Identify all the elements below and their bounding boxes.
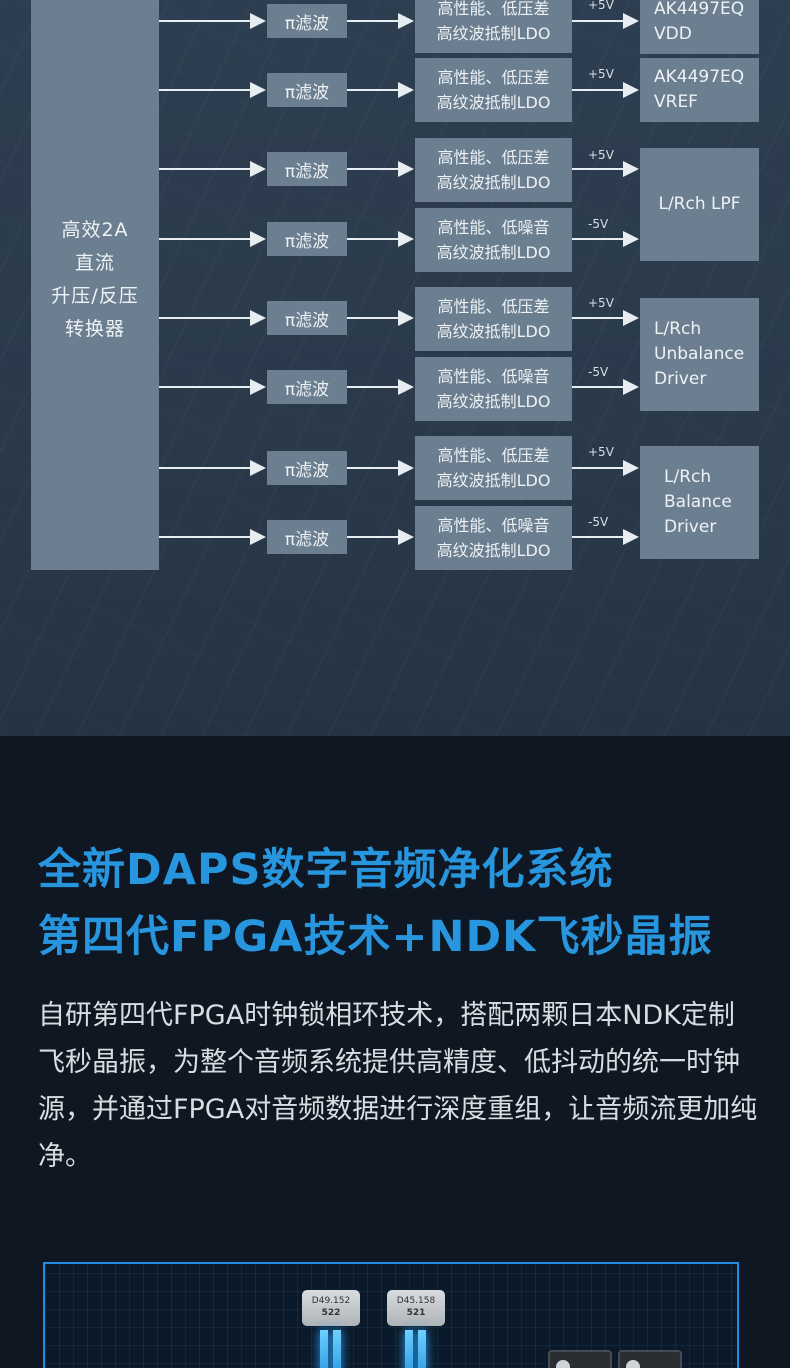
voltage-label: -5V [588, 365, 608, 379]
ldo-line: 高纹波抵制LDO [437, 389, 551, 414]
headline-fpga-ndk: 第四代FPGA技术+NDK飞秒晶振 [38, 907, 713, 967]
crystal-code: 522 [302, 1307, 360, 1319]
signal-beam [418, 1330, 426, 1368]
ldo-line: 高性能、低噪音 [437, 513, 549, 538]
pi-filter-box: π滤波 [267, 301, 347, 335]
ldo-line: 高纹波抵制LDO [437, 21, 551, 46]
crystal-oscillator: D49.152 522 [302, 1290, 360, 1326]
voltage-label: +5V [588, 445, 614, 459]
pi-filter-box: π滤波 [267, 451, 347, 485]
ldo-box: 高性能、低压差 高纹波抵制LDO [415, 287, 572, 351]
load-line: L/Rch [664, 465, 711, 490]
audio-chip [618, 1350, 682, 1368]
pcb-image: D49.152 522 D45.158 521 [43, 1262, 739, 1368]
voltage-label: +5V [588, 0, 614, 12]
pi-filter-box: π滤波 [267, 4, 347, 38]
crystal-code: 521 [387, 1307, 445, 1319]
load-line: VDD [654, 22, 692, 47]
ldo-box: 高性能、低压差 高纹波抵制LDO [415, 0, 572, 53]
voltage-label: +5V [588, 148, 614, 162]
feature-description: 自研第四代FPGA时钟锁相环技术，搭配两颗日本NDK定制飞秒晶振，为整个音频系统… [38, 992, 758, 1180]
load-box-balance-driver: L/Rch Balance Driver [640, 446, 759, 559]
ldo-line: 高纹波抵制LDO [437, 240, 551, 265]
voltage-label: +5V [588, 296, 614, 310]
pi-filter-box: π滤波 [267, 370, 347, 404]
signal-beam [333, 1330, 341, 1368]
converter-line: 直流 [51, 247, 138, 280]
ldo-line: 高性能、低压差 [437, 0, 549, 21]
load-box-unbalance-driver: L/Rch Unbalance Driver [640, 298, 759, 411]
ldo-line: 高纹波抵制LDO [437, 468, 551, 493]
load-box-lpf: L/Rch LPF [640, 148, 759, 261]
ldo-box: 高性能、低噪音 高纹波抵制LDO [415, 506, 572, 570]
converter-line: 升压/反压 [51, 280, 138, 313]
ldo-line: 高纹波抵制LDO [437, 538, 551, 563]
load-line: Driver [654, 367, 706, 392]
ldo-box: 高性能、低噪音 高纹波抵制LDO [415, 208, 572, 272]
pi-filter-box: π滤波 [267, 152, 347, 186]
load-box-ak4497-vref: AK4497EQ VREF [640, 58, 759, 122]
headline-daps: 全新DAPS数字音频净化系统 [38, 840, 613, 900]
voltage-label: -5V [588, 217, 608, 231]
load-line: AK4497EQ [654, 0, 744, 22]
ldo-box: 高性能、低压差 高纹波抵制LDO [415, 436, 572, 500]
crystal-freq: D45.158 [387, 1295, 445, 1307]
load-line: Balance [664, 490, 732, 515]
load-line: VREF [654, 90, 698, 115]
load-line: L/Rch LPF [658, 192, 740, 217]
load-line: AK4497EQ [654, 65, 744, 90]
ldo-line: 高性能、低噪音 [437, 215, 549, 240]
crystal-oscillator: D45.158 521 [387, 1290, 445, 1326]
ldo-line: 高性能、低压差 [437, 443, 549, 468]
signal-beam [405, 1330, 413, 1368]
ldo-line: 高性能、低压差 [437, 145, 549, 170]
ldo-line: 高纹波抵制LDO [437, 90, 551, 115]
ldo-box: 高性能、低噪音 高纹波抵制LDO [415, 357, 572, 421]
converter-line: 高效2A [51, 214, 138, 247]
converter-line: 转换器 [51, 313, 138, 346]
load-line: L/Rch [654, 317, 701, 342]
crystal-freq: D49.152 [302, 1295, 360, 1307]
audio-chip [548, 1350, 612, 1368]
ldo-box: 高性能、低压差 高纹波抵制LDO [415, 138, 572, 202]
ldo-line: 高性能、低压差 [437, 65, 549, 90]
ldo-box: 高性能、低压差 高纹波抵制LDO [415, 58, 572, 122]
pi-filter-box: π滤波 [267, 222, 347, 256]
dc-converter-box: 高效2A 直流 升压/反压 转换器 [31, 0, 159, 570]
pi-filter-box: π滤波 [267, 520, 347, 554]
load-line: Driver [664, 515, 716, 540]
ldo-line: 高性能、低压差 [437, 294, 549, 319]
ldo-line: 高纹波抵制LDO [437, 170, 551, 195]
ldo-line: 高性能、低噪音 [437, 364, 549, 389]
power-supply-diagram: 高效2A 直流 升压/反压 转换器 π滤波 π滤波 π滤波 π滤波 π滤波 π滤… [0, 0, 790, 736]
chip-logo-icon [626, 1360, 640, 1368]
signal-beam [320, 1330, 328, 1368]
voltage-label: -5V [588, 515, 608, 529]
pi-filter-box: π滤波 [267, 73, 347, 107]
chip-logo-icon [556, 1360, 570, 1368]
voltage-label: +5V [588, 67, 614, 81]
load-line: Unbalance [654, 342, 744, 367]
ldo-line: 高纹波抵制LDO [437, 319, 551, 344]
load-box-ak4497-vdd: AK4497EQ VDD [640, 0, 759, 54]
